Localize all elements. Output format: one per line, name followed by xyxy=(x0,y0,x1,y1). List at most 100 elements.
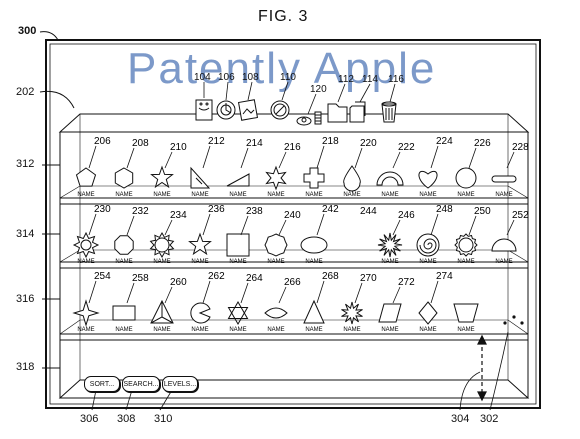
shape-name-label: NAME xyxy=(381,192,398,198)
device-frame xyxy=(45,39,541,409)
shape-name-label: NAME xyxy=(115,192,132,198)
star-icon[interactable] xyxy=(188,232,212,256)
shape-ref-leader xyxy=(88,145,97,169)
right-triangle-icon[interactable] xyxy=(190,166,211,189)
arrow-ref-leader xyxy=(459,371,481,411)
starburst-icon[interactable] xyxy=(341,301,363,325)
star-icon[interactable] xyxy=(150,165,174,189)
burst-icon[interactable] xyxy=(72,231,100,259)
star-of-david-icon[interactable] xyxy=(227,300,249,326)
heart-icon[interactable] xyxy=(418,170,438,189)
shape-ref-number: 244 xyxy=(360,206,377,217)
safari-icon xyxy=(270,100,290,120)
ref-dots: 302 xyxy=(480,413,499,425)
shape-ref-number: 248 xyxy=(436,204,453,215)
shape-ref-leader xyxy=(240,215,249,236)
shape-name-label: NAME xyxy=(381,327,398,333)
shape-ref-leader xyxy=(278,219,287,236)
shape-name-label: NAME xyxy=(77,259,94,265)
arch-icon[interactable] xyxy=(376,171,404,186)
ref-dock-3: 110 xyxy=(280,72,296,83)
shape-ref-number: 216 xyxy=(284,142,301,153)
shape-name-label: NAME xyxy=(153,192,170,198)
dots-ref-leader xyxy=(489,331,509,411)
circle-icon[interactable] xyxy=(455,167,477,189)
finder-icon xyxy=(195,99,213,121)
shape-ref-leader xyxy=(430,280,439,304)
shape-ref-number: 250 xyxy=(474,206,491,217)
spotlight-icon xyxy=(296,116,312,126)
ellipse-icon[interactable] xyxy=(300,236,328,254)
shape-ref-leader xyxy=(392,286,401,304)
shape-ref-leader xyxy=(468,147,477,169)
levels-button[interactable]: LEVELS... xyxy=(162,376,198,392)
octagon-icon[interactable] xyxy=(114,235,134,255)
scallop-icon[interactable] xyxy=(264,233,288,257)
shape-ref-number: 206 xyxy=(94,136,111,147)
rectangle-icon[interactable] xyxy=(112,305,136,321)
explosion-icon[interactable] xyxy=(377,232,403,258)
star4-icon[interactable] xyxy=(72,299,100,327)
shape-ref-leader xyxy=(430,213,439,236)
shelf-board-2 xyxy=(59,249,529,269)
dome-icon[interactable] xyxy=(491,238,517,252)
shape-ref-leader xyxy=(202,280,211,304)
watermark-text: Patently Apple xyxy=(127,44,437,93)
pacman-icon[interactable] xyxy=(190,302,211,324)
pentagon-icon[interactable] xyxy=(75,167,97,187)
sun-icon[interactable] xyxy=(149,231,175,259)
ref-levels: 310 xyxy=(154,413,173,425)
shape-ref-number: 218 xyxy=(322,136,339,147)
shape-ref-number: 224 xyxy=(436,136,453,147)
spiral-icon[interactable] xyxy=(416,233,440,257)
ref-dock-7: 116 xyxy=(388,74,404,85)
shape-ref-leader xyxy=(126,215,135,236)
shape-ref-leader xyxy=(430,145,439,169)
trapezoid-icon[interactable] xyxy=(453,303,479,323)
shape-ref-number: 242 xyxy=(322,204,339,215)
shape-ref-number: 274 xyxy=(436,271,453,282)
shape-ref-number: 232 xyxy=(132,206,149,217)
shape-ref-number: 262 xyxy=(208,271,225,282)
shape-ref-number: 208 xyxy=(132,138,149,149)
square-icon[interactable] xyxy=(226,233,250,257)
wedge-icon[interactable] xyxy=(226,173,250,187)
shape-name-label: NAME xyxy=(115,327,132,333)
shape-name-label: NAME xyxy=(305,327,322,333)
stack-icon xyxy=(314,111,322,125)
shape-ref-number: 264 xyxy=(246,273,263,284)
shelf-board-1 xyxy=(59,185,529,205)
ref-shelf1: 312 xyxy=(16,158,35,170)
shape-name-label: NAME xyxy=(153,327,170,333)
shape-ref-number: 260 xyxy=(170,277,187,288)
cross-icon[interactable] xyxy=(303,167,325,189)
shape-ref-leader xyxy=(126,282,135,304)
shape-name-label: NAME xyxy=(229,259,246,265)
drop-icon[interactable] xyxy=(343,165,361,192)
star6-icon[interactable] xyxy=(265,165,287,191)
gear-icon[interactable] xyxy=(454,233,478,257)
shape-name-label: NAME xyxy=(229,327,246,333)
shape-ref-leader xyxy=(164,219,173,236)
lens-icon[interactable] xyxy=(264,307,288,319)
triangle-icon[interactable] xyxy=(303,299,325,324)
sort-button[interactable]: SORT... xyxy=(84,376,120,392)
hexagon-icon[interactable] xyxy=(114,167,134,189)
scroll-arrow xyxy=(477,334,487,402)
shape-name-label: NAME xyxy=(305,192,322,198)
shape-ref-leader xyxy=(316,213,325,236)
capsule-icon[interactable] xyxy=(491,175,517,183)
shape-ref-leader xyxy=(240,282,249,304)
shape-ref-number: 210 xyxy=(170,142,187,153)
ref-dock-1: 106 xyxy=(218,72,235,83)
dashboard-icon xyxy=(216,100,236,120)
sort-ref-leader xyxy=(91,389,97,411)
shape-ref-leader xyxy=(468,215,477,236)
diamond-icon[interactable] xyxy=(418,301,438,325)
search-button[interactable]: SEARCH... xyxy=(122,376,160,392)
shelf-bottom xyxy=(58,379,530,399)
shape-name-label: NAME xyxy=(305,259,322,265)
pyramid-icon[interactable] xyxy=(150,299,174,324)
shape-name-label: NAME xyxy=(77,192,94,198)
parallelogram-icon[interactable] xyxy=(378,303,402,323)
